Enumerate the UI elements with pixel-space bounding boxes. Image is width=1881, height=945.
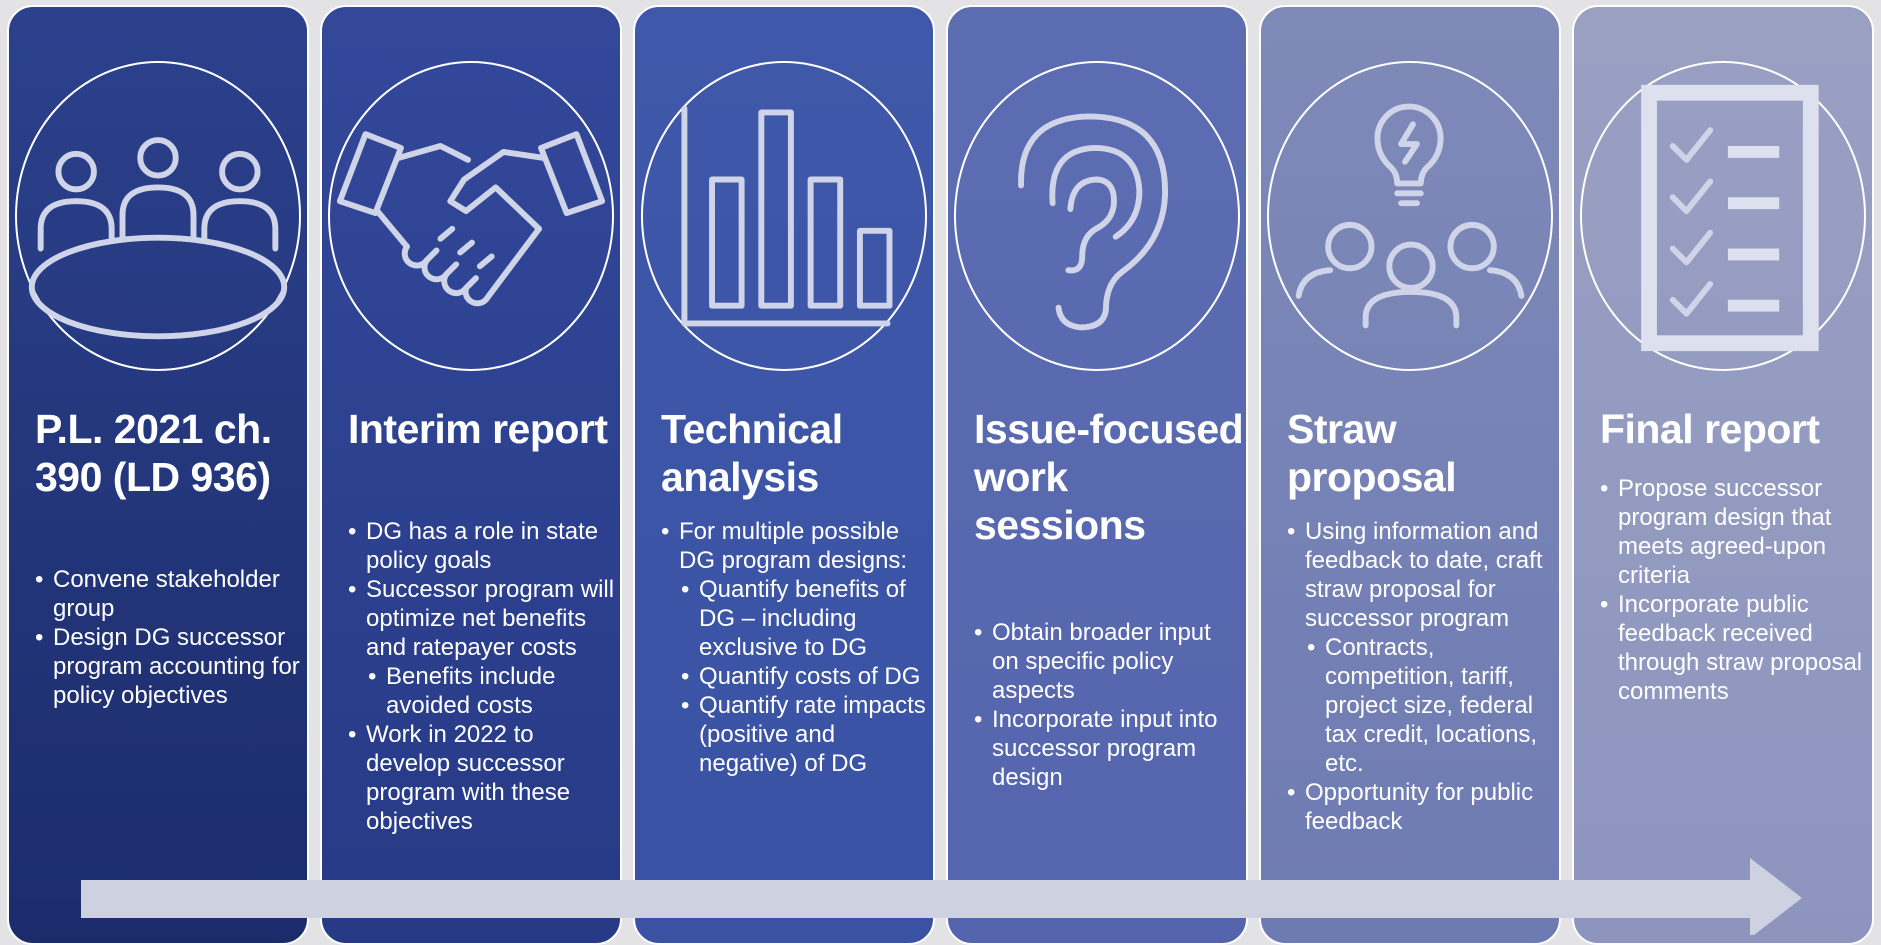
stage-bullets: DG has a role in state policy goals Succ…: [346, 517, 618, 836]
stage-icon-circle: [15, 61, 301, 371]
bullet-text: Using information and feedback to date, …: [1305, 518, 1543, 632]
bullet-item: Using information and feedback to date, …: [1285, 517, 1557, 778]
sub-bullet-item: Quantify costs of DG: [679, 662, 931, 691]
ear-icon: [1018, 113, 1168, 331]
stage-icon-circle: [1267, 61, 1553, 371]
stage-bullets: Propose successor program design that me…: [1598, 474, 1870, 706]
sub-bullet-item: Contracts, competition, tariff, project …: [1305, 633, 1557, 778]
stage-title: P.L. 2021 ch. 390 (LD 936): [35, 406, 272, 500]
stage-panel-1: P.L. 2021 ch. 390 (LD 936) Convene stake…: [7, 5, 309, 945]
meeting-table-icon: [28, 137, 288, 340]
stage-panel-5: Straw proposal Using information and fee…: [1259, 5, 1561, 945]
bullet-item: Work in 2022 to develop successor progra…: [346, 720, 618, 836]
sub-bullet-item: Quantify benefits of DG – including excl…: [679, 575, 931, 662]
stage-bullets: Obtain broader input on specific policy …: [972, 618, 1244, 792]
stage-icon-circle: [1580, 61, 1866, 371]
bullet-item: Obtain broader input on specific policy …: [972, 618, 1244, 705]
bullet-item: Propose successor program design that me…: [1598, 474, 1870, 590]
bullet-item: Convene stakeholder group: [33, 565, 305, 623]
stage-title: Issue-focused work sessions: [974, 406, 1244, 548]
bullet-item: Opportunity for public feedback: [1285, 778, 1557, 836]
bullet-item: Successor program will optimize net bene…: [346, 575, 618, 720]
sub-bullet-item: Benefits include avoided costs: [366, 662, 618, 720]
stage-panel-3: Technical analysis For multiple possible…: [633, 5, 935, 945]
checklist-icon: [1641, 84, 1819, 352]
lightbulb-group-icon: [1295, 103, 1525, 329]
stage-icon-circle: [328, 61, 614, 371]
bullet-item: Design DG successor program accounting f…: [33, 623, 305, 710]
stage-panel-2: Interim report DG has a role in state po…: [320, 5, 622, 945]
bar-chart-icon: [681, 105, 893, 327]
stage-title: Technical analysis: [661, 406, 843, 500]
bullet-item: Incorporate input into successor program…: [972, 705, 1244, 792]
bullet-item: DG has a role in state policy goals: [346, 517, 618, 575]
bullet-text: Successor program will optimize net bene…: [366, 576, 615, 661]
handshake-icon: [336, 131, 606, 307]
stage-bullets: For multiple possible DG program designs…: [659, 517, 931, 778]
stage-icon-circle: [641, 61, 927, 371]
stage-icon-circle: [954, 61, 1240, 371]
stage-title: Straw proposal: [1287, 406, 1457, 500]
stage-bullets: Convene stakeholder group Design DG succ…: [33, 565, 305, 710]
sub-bullet-item: Quantify rate impacts (positive and nega…: [679, 691, 931, 778]
bullet-text: For multiple possible DG program designs…: [679, 518, 908, 574]
stage-panel-4: Issue-focused work sessions Obtain broad…: [946, 5, 1248, 945]
stage-bullets: Using information and feedback to date, …: [1285, 517, 1557, 836]
stage-title: Interim report: [348, 406, 608, 452]
bullet-item: Incorporate public feedback received thr…: [1598, 590, 1870, 706]
stage-panel-6: Final report Propose successor program d…: [1572, 5, 1874, 945]
stage-title: Final report: [1600, 406, 1820, 452]
bullet-item: For multiple possible DG program designs…: [659, 517, 931, 778]
